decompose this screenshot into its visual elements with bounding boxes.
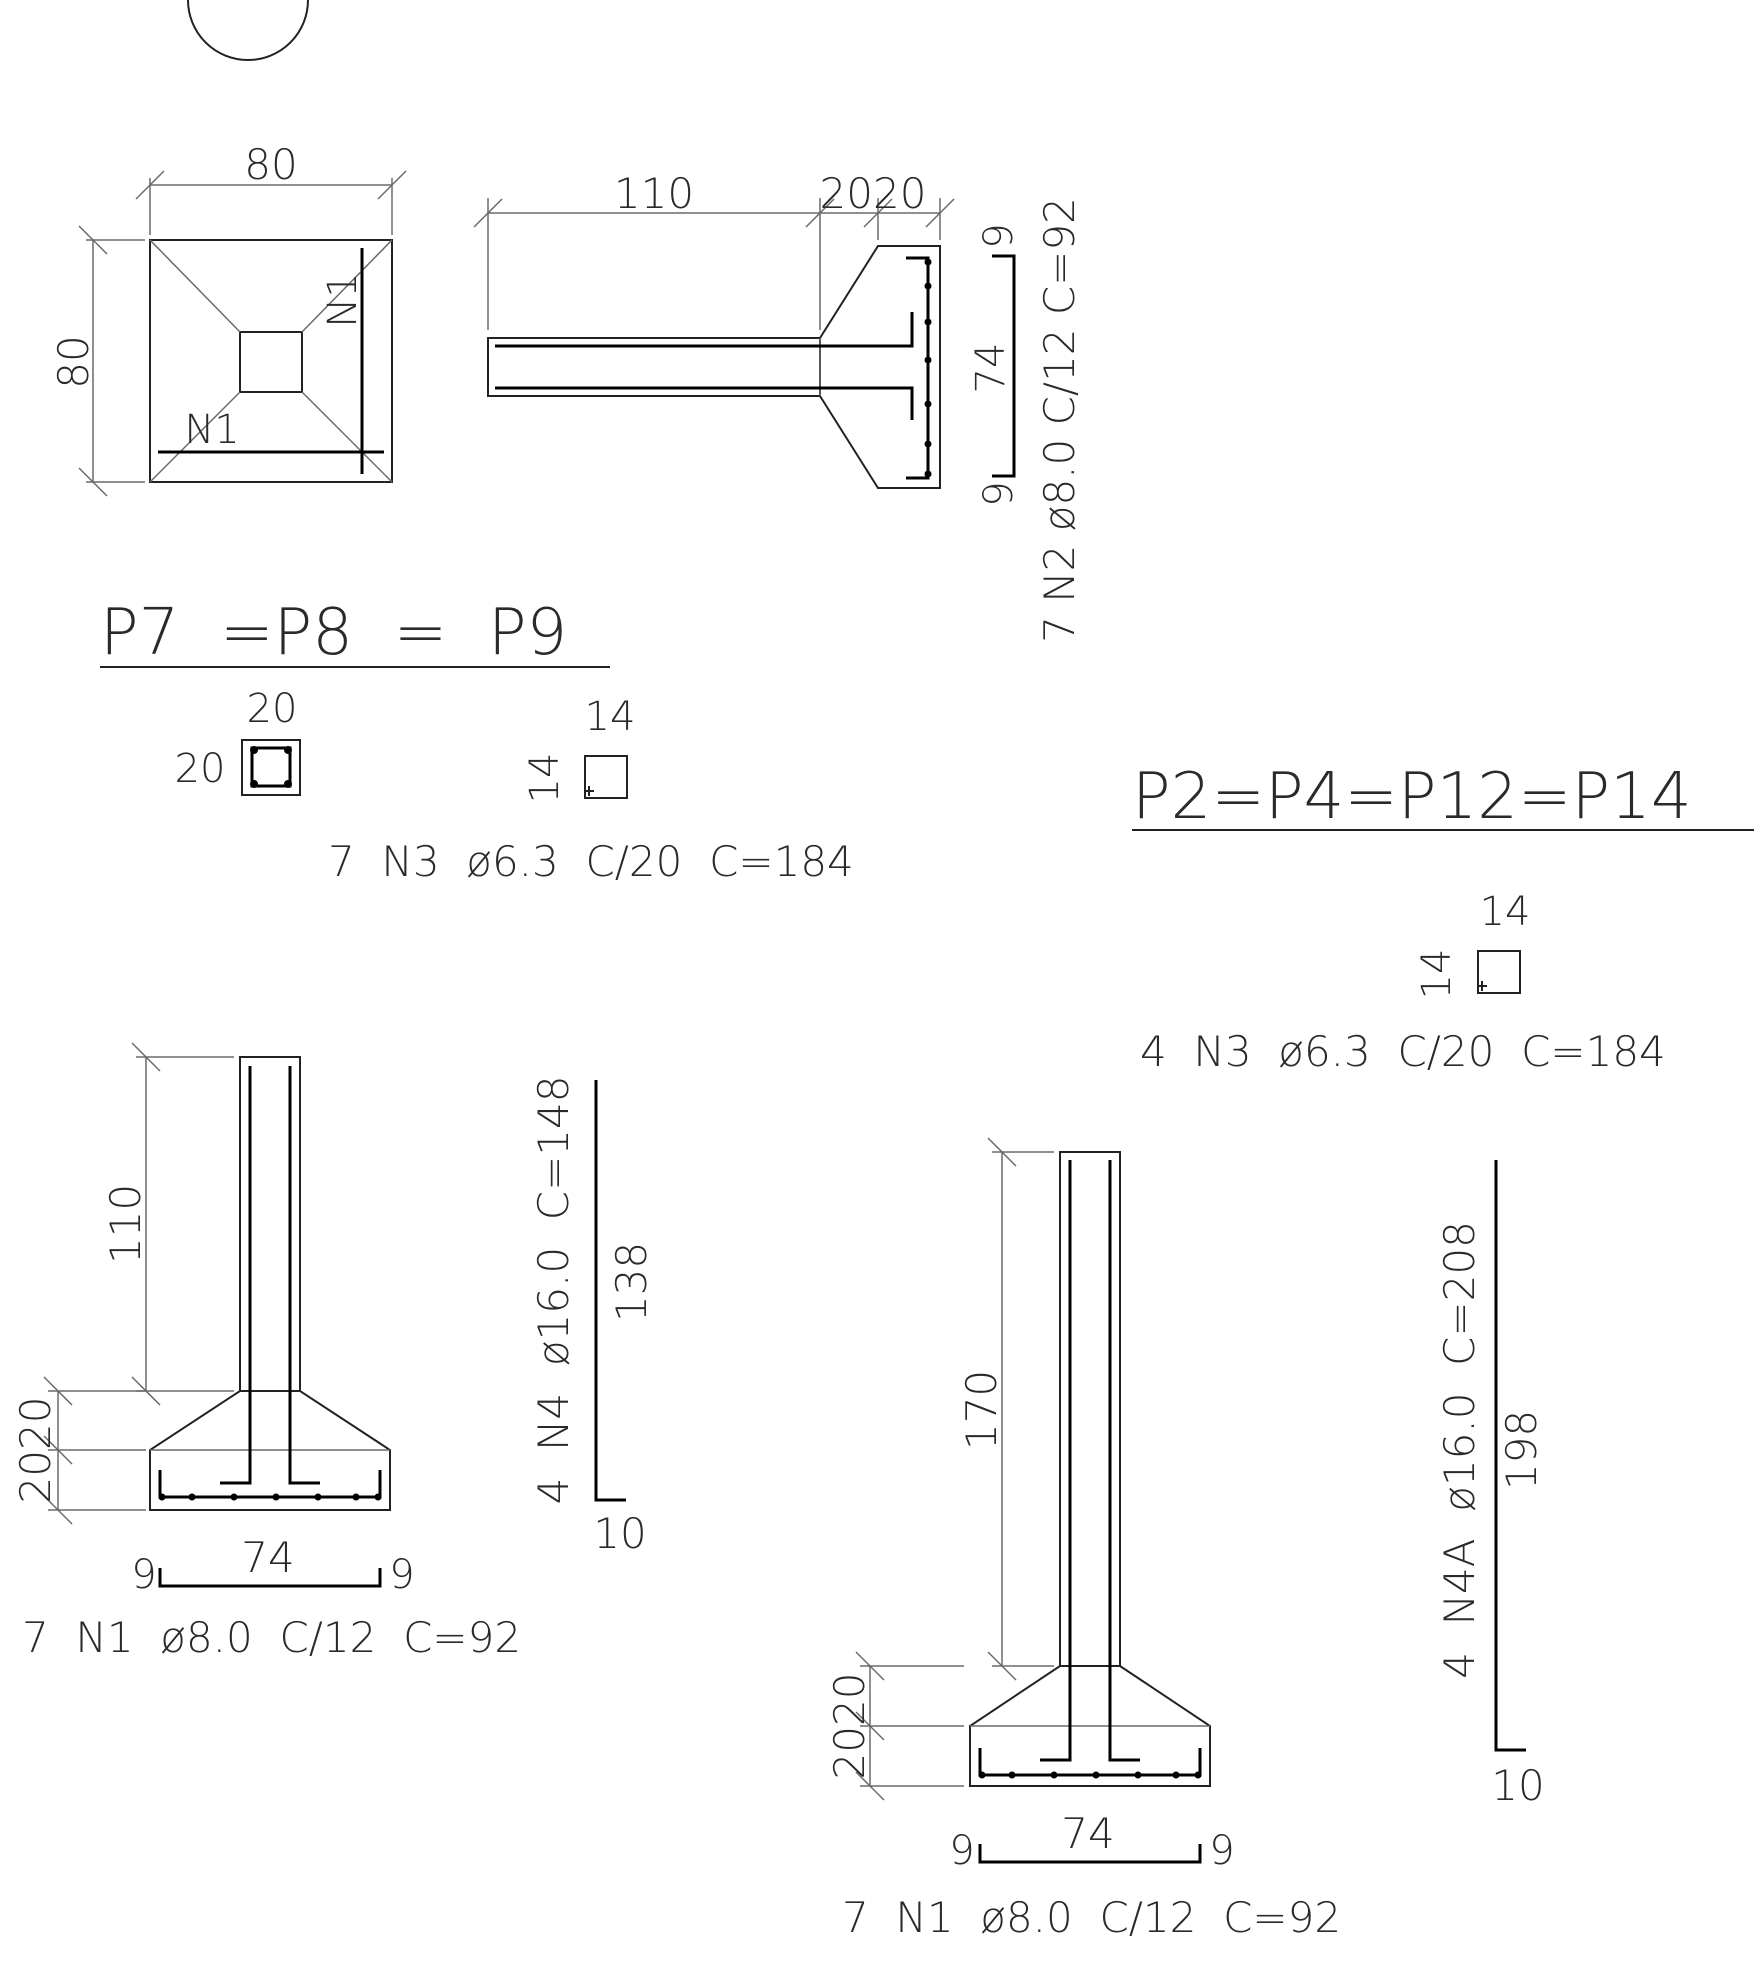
stirrup-shape-p2 — [1477, 950, 1521, 994]
detail-marker-circle — [187, 0, 309, 61]
n4-bar-callout: 4 N4 ø16.0 C=148 — [529, 1076, 578, 1505]
stirrup-p7-callout: 7 N3 ø6.3 C/20 C=184 — [328, 837, 854, 886]
n4-bar-hook: 10 — [593, 1509, 646, 1558]
section-a-flare-dimension: 2020 — [11, 1397, 60, 1504]
stirrup-p2-callout: 4 N3 ø6.3 C/20 C=184 — [1140, 1027, 1666, 1076]
side-flare-dimension: 2020 — [820, 169, 927, 218]
section-b-width: 74 — [1061, 1809, 1114, 1858]
column-width-label: 20 — [247, 686, 298, 732]
section-b-column-dimension: 170 — [957, 1370, 1006, 1450]
stirrup-shape-p7 — [584, 755, 628, 799]
section-a-width: 74 — [241, 1533, 294, 1582]
stirrup-p2-width: 14 — [1480, 889, 1531, 935]
plan-height-dimension: 80 — [49, 335, 98, 388]
n4a-bar-callout: 4 N4A ø16.0 C=208 — [1435, 1221, 1484, 1679]
n4-bar-shape — [594, 1080, 626, 1502]
n4a-bar-shape — [1494, 1160, 1526, 1752]
n4a-bar-hook: 10 — [1491, 1761, 1544, 1810]
n2-bar-length: 74 — [968, 343, 1014, 394]
section-a-hook-right: 9 — [389, 1552, 414, 1598]
n2-hook-bottom: 9 — [976, 481, 1022, 506]
footing-plan-view — [78, 170, 407, 497]
plan-bar-label-vertical: N1 — [320, 272, 366, 327]
n2-bar-callout: 7 N2 ø8.0 C/12 C=92 — [1035, 197, 1084, 643]
section-b-callout: 7 N1 ø8.0 C/12 C=92 — [842, 1893, 1341, 1942]
side-column-dimension: 110 — [614, 169, 694, 218]
section-b-hook-left: 9 — [949, 1828, 974, 1874]
stirrup-p2-height: 14 — [1414, 949, 1460, 1000]
n2-bar-shape — [992, 254, 1016, 478]
section-a-hook-left: 9 — [131, 1552, 156, 1598]
footing-section-a — [43, 1042, 391, 1588]
column-height-label: 20 — [175, 746, 226, 792]
n2-hook-top: 9 — [976, 223, 1022, 248]
section-a-column-dimension: 110 — [101, 1184, 150, 1264]
stirrup-p7-width: 14 — [585, 694, 636, 740]
footing-side-view — [473, 198, 955, 489]
n4a-bar-length: 198 — [1497, 1410, 1546, 1490]
footing-section-b — [855, 1137, 1211, 1864]
stirrup-p7-height: 14 — [522, 753, 568, 804]
title-p2-p4-p12-p14: P2=P4=P12=P14 — [1132, 760, 1692, 834]
plan-width-dimension: 80 — [244, 140, 297, 189]
n4-bar-length: 138 — [607, 1242, 656, 1322]
section-a-callout: 7 N1 ø8.0 C/12 C=92 — [22, 1613, 521, 1662]
section-b-flare-dimension: 2020 — [825, 1673, 874, 1780]
title-p7-p8-p9: P7 =P8 = P9 — [100, 596, 567, 670]
section-b-hook-right: 9 — [1209, 1828, 1234, 1874]
plan-bar-label-horizontal: N1 — [184, 407, 239, 453]
column-cross-section — [241, 739, 301, 796]
